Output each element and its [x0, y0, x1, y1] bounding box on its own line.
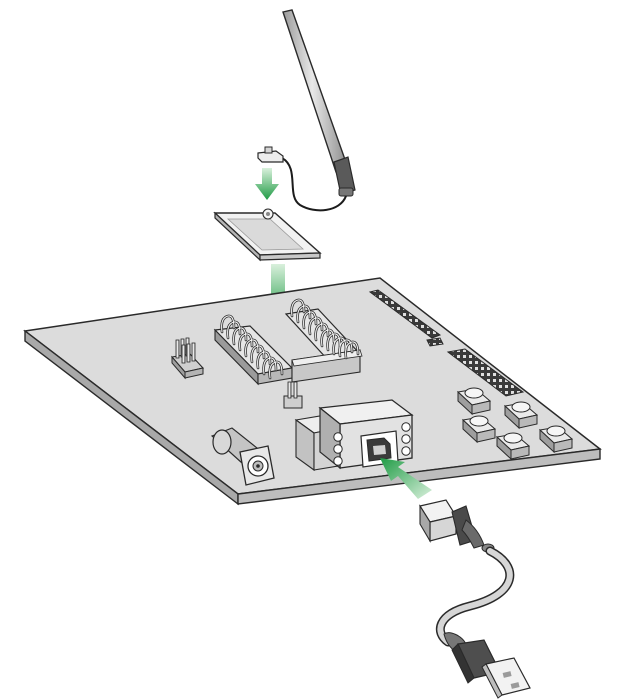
arrow-usb-to-port [380, 458, 432, 499]
header-small-left [170, 337, 205, 380]
usb-cable [419, 499, 531, 699]
dev-board [23, 277, 602, 506]
push-button-4 [495, 432, 531, 461]
push-button-5 [538, 425, 574, 454]
antenna-cable [257, 146, 347, 212]
header-strip-right [446, 348, 525, 397]
arrow-cable-to-module [255, 168, 279, 200]
push-button-3 [503, 401, 539, 430]
push-buttons [456, 387, 574, 461]
usb-a-plug [443, 632, 531, 699]
usb-b-port [294, 399, 414, 472]
module-socket [213, 298, 363, 386]
push-button-2 [461, 415, 497, 444]
push-button-1 [456, 387, 492, 416]
power-jack [210, 427, 275, 486]
radio-module [213, 208, 322, 262]
header-strip-top [368, 289, 444, 347]
usb-b-plug [419, 499, 495, 553]
antenna [282, 9, 356, 197]
